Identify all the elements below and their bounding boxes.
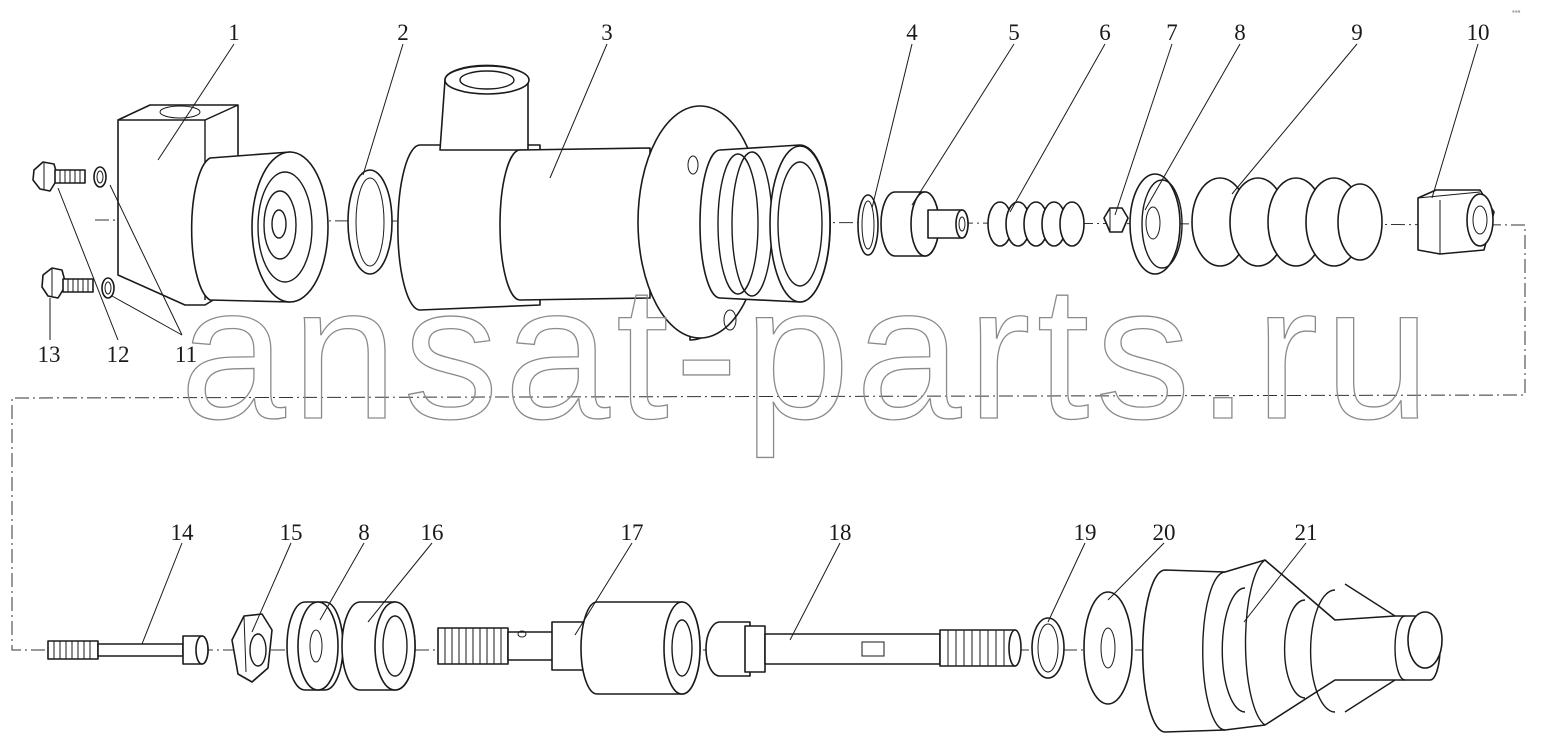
part-18-threaded-rod (705, 621, 1022, 677)
part-17-rod-with-collar (437, 601, 701, 695)
part-1-bracket-housing (117, 104, 329, 306)
callout-3: 3 (601, 20, 613, 45)
part-19-ring (1031, 617, 1065, 679)
callout-8-top: 8 (1234, 20, 1246, 45)
part-3-cylinder-body (397, 64, 831, 341)
callout-17: 17 (621, 520, 644, 545)
callout-15: 15 (280, 520, 303, 545)
part-20-washer (1083, 591, 1133, 705)
part-16-bushing (341, 601, 416, 691)
callout-20: 20 (1153, 520, 1176, 545)
callout-21: 21 (1295, 520, 1318, 545)
part-7-nut (1103, 207, 1129, 233)
callout-2: 2 (397, 20, 409, 45)
part-6-small-spring (987, 201, 1085, 247)
callout-7: 7 (1166, 20, 1178, 45)
callout-12: 12 (107, 342, 130, 367)
callout-11: 11 (175, 342, 197, 367)
part-21-bellows-boot (1141, 559, 1443, 733)
callout-6: 6 (1099, 20, 1111, 45)
callout-numbers: 1 2 3 4 5 6 7 8 9 10 11 12 13 14 15 8 16… (38, 20, 1490, 545)
part-15-nut (231, 613, 273, 683)
part-12-bolt-upper (32, 161, 86, 192)
part-5-piston (880, 191, 969, 257)
part-8-washer-bottom (286, 601, 344, 691)
callout-13: 13 (38, 342, 61, 367)
leader-lines (49, 43, 1479, 645)
callout-14: 14 (171, 520, 195, 545)
part-11-lock-washers (93, 166, 115, 299)
callout-18: 18 (829, 520, 852, 545)
watermark-text: ansat-parts.ru (180, 247, 1436, 459)
callout-16: 16 (421, 520, 444, 545)
callout-5: 5 (1008, 20, 1020, 45)
callout-4: 4 (906, 20, 918, 45)
callout-8-bottom: 8 (358, 520, 370, 545)
part-9-large-spring (1191, 177, 1383, 267)
part-10-cap-nut (1417, 189, 1495, 255)
callout-19: 19 (1074, 520, 1097, 545)
part-14-long-bolt (47, 635, 209, 665)
part-2-o-ring (347, 169, 393, 275)
part-13-bolt-lower (41, 267, 94, 299)
callout-1: 1 (228, 20, 240, 45)
callout-10: 10 (1467, 20, 1490, 45)
corner-mark: ▪▪▪ (1512, 7, 1521, 16)
callout-9: 9 (1351, 20, 1363, 45)
part-4-ring (857, 194, 879, 256)
part-8-washer-top (1129, 173, 1183, 275)
